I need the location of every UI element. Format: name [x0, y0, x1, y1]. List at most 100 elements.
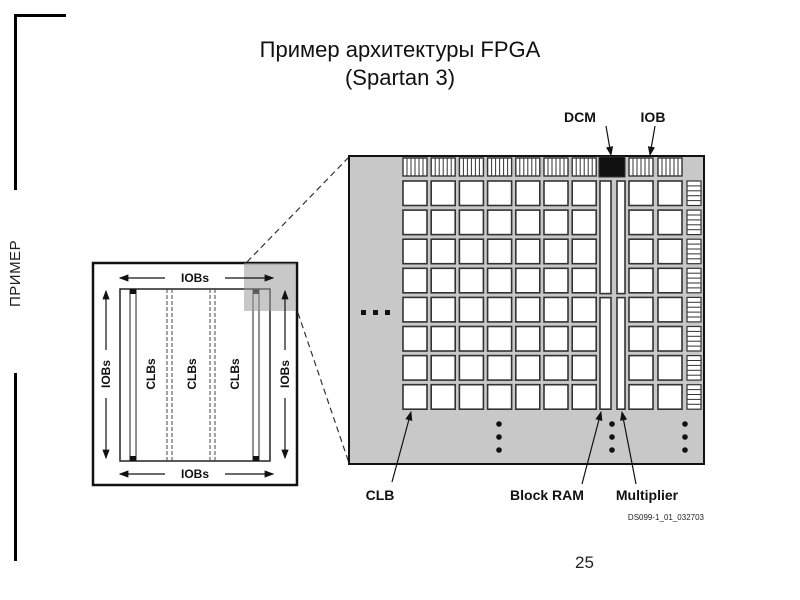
clb-cell — [430, 267, 457, 294]
dot — [496, 447, 502, 453]
slide-bracket-top — [14, 14, 66, 17]
clb-cell — [430, 325, 457, 352]
clb-cell — [486, 180, 513, 207]
overview-bram-left — [129, 288, 137, 462]
ellipsis-bottom-right — [682, 421, 688, 453]
overview-bram-right-cap-bottom — [253, 456, 259, 461]
block-ram-segment — [599, 296, 612, 411]
dot — [361, 310, 366, 315]
clb-cell — [657, 238, 683, 265]
zoom-connector-top — [246, 156, 350, 263]
dot — [496, 434, 502, 440]
clb-cell — [543, 383, 569, 411]
clb-cell — [458, 325, 485, 352]
label-clb: CLB — [366, 487, 395, 503]
clb-cell — [458, 354, 485, 381]
clb-cell — [402, 180, 428, 207]
clb-cell — [571, 325, 598, 352]
overview-label-clbs-2: CLBs — [185, 358, 199, 390]
clb-cell — [402, 325, 428, 352]
ellipsis-bottom-bram — [609, 421, 615, 453]
overview-label-bottom: IOBs — [181, 467, 209, 481]
clb-cell — [628, 354, 654, 381]
arrow-multiplier — [620, 410, 637, 485]
iob-block-right — [686, 267, 702, 294]
clb-cell — [402, 238, 428, 265]
clb-cell — [571, 383, 598, 411]
arrow-clb — [391, 410, 413, 483]
clb-cell — [458, 296, 485, 323]
dot — [609, 421, 615, 427]
page-number: 25 — [575, 553, 594, 572]
clb-cell — [514, 267, 541, 294]
iob-block-right — [686, 384, 702, 410]
slide-bracket-left-lower — [14, 373, 17, 561]
clb-cell — [514, 180, 541, 207]
clb-cell — [430, 238, 457, 265]
clb-cell — [430, 209, 457, 236]
title-line-1: Пример архитектуры FPGA — [259, 37, 541, 62]
clb-cell — [486, 325, 513, 352]
overview-zoom-highlight — [244, 263, 296, 311]
clb-cell — [486, 354, 513, 381]
clb-cell — [430, 354, 457, 381]
arrow-dcm — [605, 125, 614, 157]
dot — [682, 447, 688, 453]
clb-cell — [543, 296, 569, 323]
overview-core-outline — [119, 288, 271, 462]
overview-chip: IOBs IOBs IOBs IOBs CLBs CLBs CLBs — [91, 261, 299, 487]
overview-label-clbs-1: CLBs — [144, 358, 158, 390]
clb-cell — [657, 180, 683, 207]
clb-cell — [486, 209, 513, 236]
overview-label-left: IOBs — [99, 360, 113, 388]
label-iob: IOB — [641, 109, 666, 125]
clb-cell — [657, 325, 683, 352]
clb-cell — [514, 296, 541, 323]
overview-bram-left-cap-top — [130, 289, 136, 294]
clb-cell — [543, 325, 569, 352]
clb-cell — [458, 209, 485, 236]
clb-cell — [458, 383, 485, 411]
clb-cell — [514, 209, 541, 236]
clb-cell — [514, 238, 541, 265]
clb-cell — [571, 238, 598, 265]
overview-label-clbs-3: CLBs — [228, 358, 242, 390]
clb-cell — [571, 354, 598, 381]
clb-cell — [571, 209, 598, 236]
clb-cell — [657, 354, 683, 381]
clb-cell — [628, 238, 654, 265]
ellipsis-left — [361, 310, 390, 315]
clb-cell — [657, 209, 683, 236]
clb-cell — [402, 383, 428, 411]
clb-cell — [402, 296, 428, 323]
clb-cell — [657, 267, 683, 294]
clb-cell — [657, 383, 683, 411]
label-block-ram: Block RAM — [510, 487, 584, 503]
clb-cell — [628, 180, 654, 207]
clb-cell — [571, 180, 598, 207]
clb-cell — [430, 180, 457, 207]
clb-cell — [486, 267, 513, 294]
clb-cell — [458, 238, 485, 265]
title-line-2: (Spartan 3) — [344, 65, 456, 90]
clb-cell — [628, 325, 654, 352]
clb-cell — [514, 354, 541, 381]
clb-cell — [458, 267, 485, 294]
clb-cell — [514, 325, 541, 352]
label-multiplier: Multiplier — [616, 487, 679, 503]
clb-cell — [628, 209, 654, 236]
clb-cell — [402, 267, 428, 294]
dot — [682, 421, 688, 427]
clb-cell — [657, 296, 683, 323]
clb-cell — [486, 383, 513, 411]
clb-cell — [628, 383, 654, 411]
clb-cell — [486, 296, 513, 323]
dot — [373, 310, 378, 315]
clb-cell — [486, 238, 513, 265]
clb-cell — [430, 383, 457, 411]
overview-bram-right — [252, 288, 260, 462]
clb-cell — [543, 180, 569, 207]
overview-bram-left-cap-bottom — [130, 456, 136, 461]
clb-cell — [458, 180, 485, 207]
iob-block-right — [686, 180, 702, 207]
